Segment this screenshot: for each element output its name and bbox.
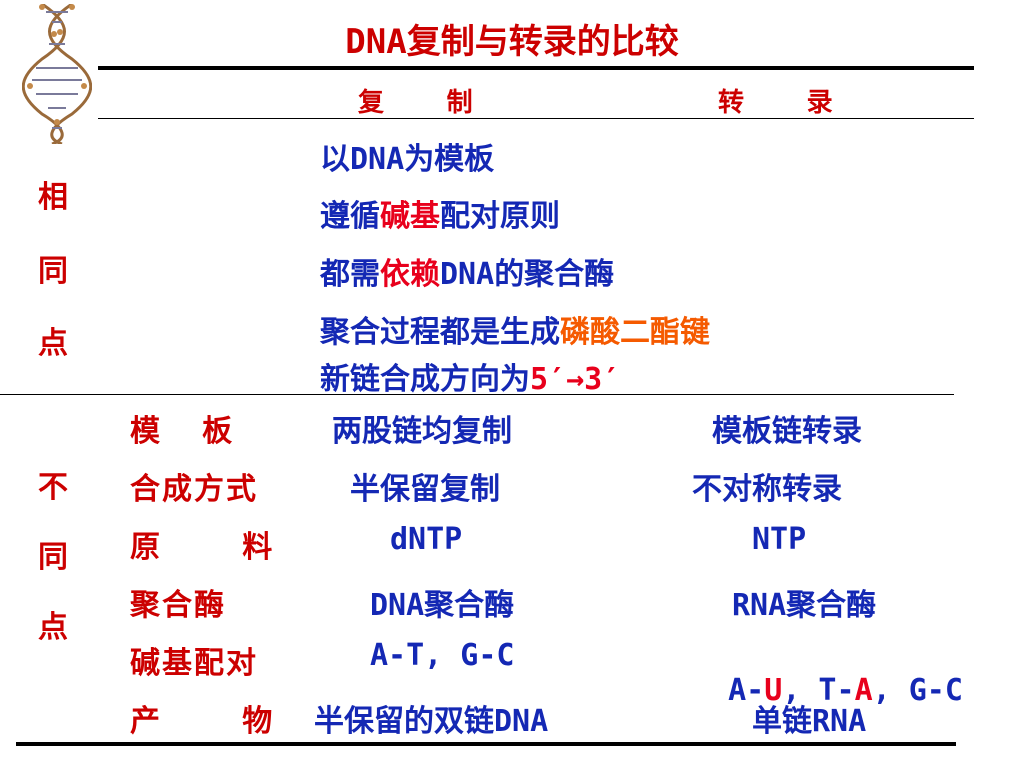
same-point-base-pairing: 遵循碱基配对原则 xyxy=(320,191,560,235)
diff-side-char-1: 不 xyxy=(38,470,68,505)
diff-row-replication: DNA聚合酶 xyxy=(370,588,515,623)
base-pair-part-highlight: A xyxy=(854,673,873,708)
same-side-char-3: 点 xyxy=(38,326,68,361)
same-point-4-prefix: 聚合过程都是生成 xyxy=(320,315,560,350)
same-point-direction: 新链合成方向为5′→3′ xyxy=(320,354,620,398)
same-point-3-highlight: 依赖 xyxy=(380,257,440,292)
same-point-3-suffix: 的聚合酶 xyxy=(494,257,615,292)
same-point-2-suffix: 配对原则 xyxy=(440,199,560,234)
title-underline xyxy=(98,66,974,70)
page-title: DNA复制与转录的比较 xyxy=(345,22,679,62)
same-point-bond: 聚合过程都是生成磷酸二酯键 xyxy=(320,307,710,351)
same-side-char-2: 同 xyxy=(38,254,68,289)
same-point-template: 以DNA为模板 xyxy=(320,134,494,178)
same-point-3-prefix: 都需 xyxy=(320,257,380,292)
diff-row-transcription: 模板链转录 xyxy=(712,414,862,449)
same-point-2-prefix: 遵循 xyxy=(320,199,380,234)
diff-row-label: 产 物 xyxy=(130,704,275,739)
base-pair-part: , T- xyxy=(782,673,855,708)
diff-row-replication: dNTP xyxy=(390,522,463,557)
diff-row-transcription: NTP xyxy=(752,522,807,557)
diff-row-replication: 半保留的双链DNA xyxy=(314,704,549,739)
same-point-1-dna: DNA xyxy=(350,142,405,177)
diff-row-replication: 半保留复制 xyxy=(350,472,500,507)
same-point-5-prefix: 新链合成方向为 xyxy=(320,362,530,397)
diff-row-transcription: 不对称转录 xyxy=(692,472,842,507)
base-pair-part: , G-C xyxy=(872,673,963,708)
diff-side-char-2: 同 xyxy=(38,540,68,575)
diff-row-label: 聚合酶 xyxy=(130,588,226,623)
dna-helix-icon xyxy=(22,4,92,144)
section-divider xyxy=(0,394,954,395)
header-divider xyxy=(98,118,974,119)
diff-row-replication: A-T, G-C xyxy=(370,638,515,673)
same-point-5-direction: 5′→3′ xyxy=(530,362,621,397)
same-point-1-suffix: 为模板 xyxy=(404,142,495,177)
same-point-2-highlight: 碱基 xyxy=(380,199,440,234)
same-side-char-1: 相 xyxy=(38,180,68,215)
diff-row-label: 碱基配对 xyxy=(130,646,258,681)
header-transcription: 转 录 xyxy=(718,88,833,118)
base-pair-part-highlight: U xyxy=(764,673,783,708)
same-point-polymerase: 都需依赖DNA的聚合酶 xyxy=(320,249,614,293)
diff-row-label: 合成方式 xyxy=(130,472,258,507)
diff-row-transcription: RNA聚合酶 xyxy=(732,588,877,623)
diff-row-replication: 两股链均复制 xyxy=(332,414,512,449)
diff-row-transcription: A-U, T-A, G-C xyxy=(692,638,963,708)
same-point-4-highlight: 磷酸二酯键 xyxy=(560,315,710,350)
diff-side-char-3: 点 xyxy=(38,610,68,645)
same-point-3-dna: DNA xyxy=(440,257,495,292)
diff-row-label: 原 料 xyxy=(130,530,275,565)
diff-row-label: 模 板 xyxy=(130,414,235,449)
base-pair-part: A- xyxy=(728,673,765,708)
bottom-rule xyxy=(16,742,956,746)
same-point-1-prefix: 以 xyxy=(320,142,350,177)
header-replication: 复 制 xyxy=(358,88,473,118)
diff-row-transcription: 单链RNA xyxy=(752,704,867,739)
